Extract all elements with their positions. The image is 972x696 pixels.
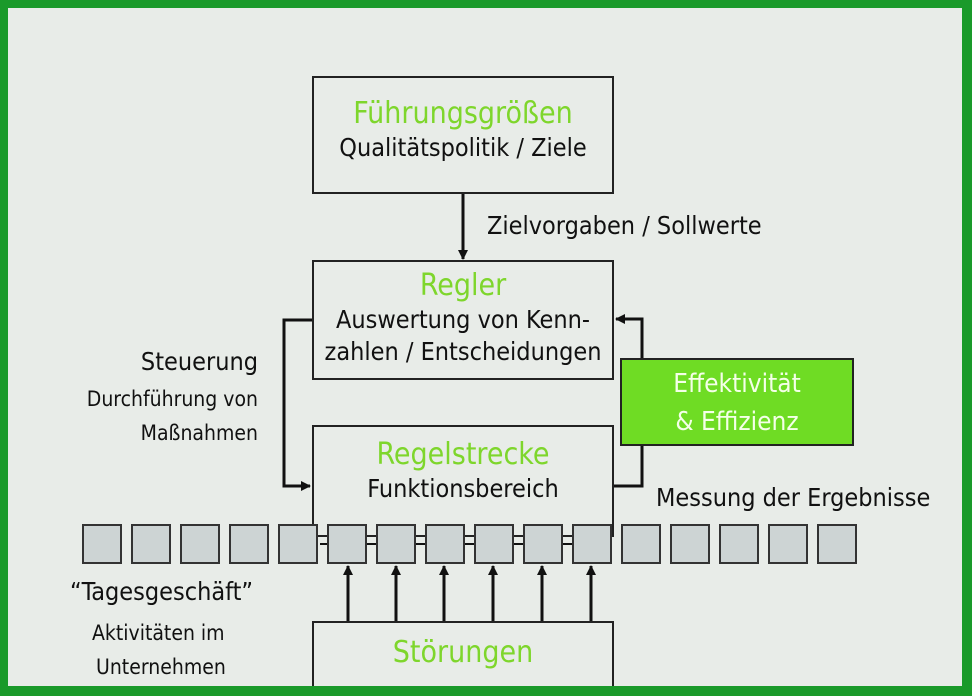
zielvorgaben-label: Zielvorgaben / Sollwerte <box>487 211 762 240</box>
activity-square <box>425 524 465 564</box>
regler-title: Regler <box>419 268 507 303</box>
effektivitaet-line-2: & Effizienz <box>675 407 799 437</box>
regelstrecke-subtitle: Funktionsbereich <box>367 474 559 503</box>
effektivitaet-line-1: Effektivität <box>673 369 801 399</box>
regelstrecke-title: Regelstrecke <box>376 437 550 472</box>
tagesgeschaeft-line-1: Aktivitäten im <box>92 621 225 645</box>
activity-square <box>278 524 318 564</box>
activity-square <box>180 524 220 564</box>
activity-square <box>376 524 416 564</box>
regler-line-1: Auswertung von Kenn- <box>335 305 591 334</box>
activity-square <box>82 524 122 564</box>
arrow-regler-to-regelstrecke <box>282 318 312 491</box>
tagesgeschaeft-line-2: Unternehmen <box>96 655 226 679</box>
activity-square <box>817 524 857 564</box>
steuerung-line-2: Maßnahmen <box>140 421 258 445</box>
activity-square <box>768 524 808 564</box>
stoerungen-title: Störungen <box>392 635 534 670</box>
activity-square <box>327 524 367 564</box>
fuehrungsgroessen-title: Führungsgrößen <box>353 96 573 131</box>
effektivitaet-box: Effektivität & Effizienz <box>620 358 854 446</box>
steuerung-line-1: Durchführung von <box>86 387 258 411</box>
stoerungen-box: Störungen <box>312 621 614 686</box>
fuehrungsgroessen-subtitle: Qualitätspolitik / Ziele <box>339 133 587 162</box>
messung-label: Messung der Ergebnisse <box>656 483 931 512</box>
tagesgeschaeft-title: “Tagesgeschäft” <box>70 577 254 606</box>
regelstrecke-box: Regelstrecke Funktionsbereich <box>312 425 614 537</box>
activity-square <box>670 524 710 564</box>
activity-square <box>229 524 269 564</box>
activity-square <box>131 524 171 564</box>
activity-square <box>621 524 661 564</box>
fuehrungsgroessen-box: Führungsgrößen Qualitätspolitik / Ziele <box>312 76 614 194</box>
steuerung-title: Steuerung <box>140 347 258 376</box>
activity-square <box>572 524 612 564</box>
regler-box: Regler Auswertung von Kenn- zahlen / Ent… <box>312 260 614 380</box>
regler-line-2: zahlen / Entscheidungen <box>324 337 602 366</box>
activity-square <box>523 524 563 564</box>
activity-square <box>719 524 759 564</box>
activity-square <box>474 524 514 564</box>
